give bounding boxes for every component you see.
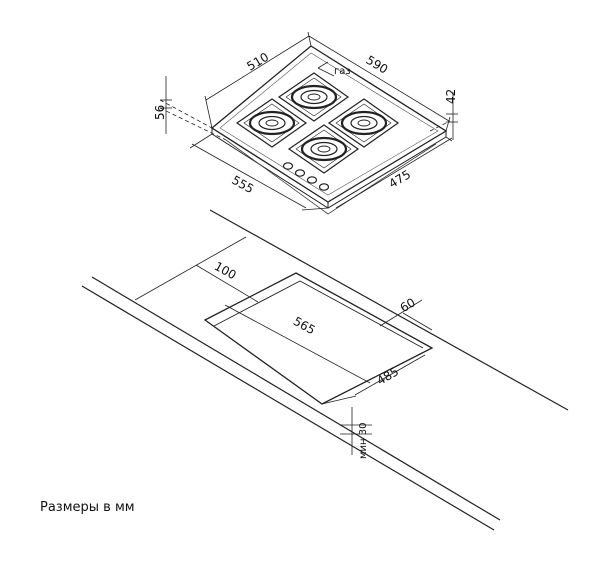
gas-inlet-marker: [317, 61, 335, 77]
dim-hob-height-total: 56: [153, 105, 167, 120]
hob-front-edge: [211, 128, 447, 209]
gas-label: газ: [334, 66, 351, 77]
dim-cutout-side-offset: 60: [398, 295, 418, 315]
hob-top-inner: [219, 52, 439, 196]
burner-left: [235, 98, 308, 148]
hob-dimension-lines: [159, 31, 458, 211]
hob-knobs: [282, 162, 330, 191]
dim-cutout-rear-offset: 100: [212, 259, 239, 282]
dim-hob-front-width: 555: [229, 173, 256, 196]
dim-cutout-width: 565: [291, 314, 318, 337]
dim-hob-width: 590: [364, 53, 391, 77]
knob-3: [306, 176, 318, 184]
burner-right: [327, 98, 400, 148]
cutout-dimension-lines: [134, 236, 433, 455]
knob-2: [294, 169, 306, 177]
dim-hob-height-top: 42: [444, 89, 458, 104]
cutout-inner-edge: [213, 280, 424, 349]
knob-4: [318, 183, 330, 191]
burner-rear: [277, 72, 350, 122]
countertop-front-bottom-edge: [81, 285, 495, 531]
dim-cutout-depth: 485: [374, 364, 401, 388]
burner-front: [287, 124, 360, 174]
dim-hob-depth: 510: [244, 50, 271, 74]
hob-body-edge: [225, 139, 437, 215]
countertop-drawing: [81, 209, 569, 531]
knob-1: [282, 162, 294, 170]
units-caption: Размеры в мм: [40, 500, 135, 515]
countertop-front-top-edge: [91, 276, 501, 521]
dim-min-thickness: мин 30: [358, 423, 369, 459]
countertop-rear-edge: [209, 209, 569, 411]
hob-burners: [235, 72, 400, 174]
cutout-outline: [203, 272, 434, 405]
